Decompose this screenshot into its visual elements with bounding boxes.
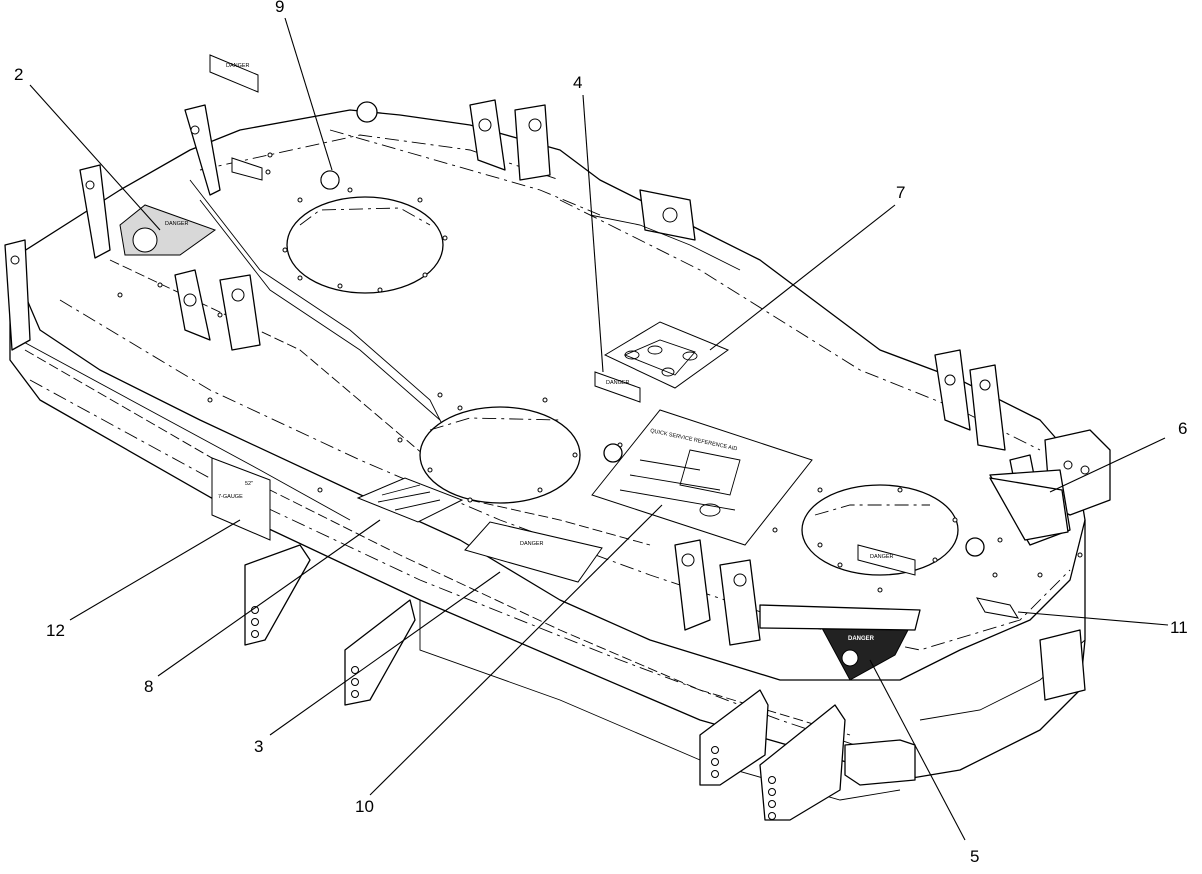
decal-3-text: DANGER xyxy=(520,541,544,547)
callout-12: 12 xyxy=(46,621,65,640)
decal-12-top: 52" xyxy=(245,481,253,487)
decal-right-danger: DANGER xyxy=(857,544,916,576)
callout-3: 3 xyxy=(254,737,263,756)
leader-7 xyxy=(709,204,896,351)
leader-11 xyxy=(1017,611,1169,626)
leader-6 xyxy=(1049,437,1166,493)
callout-7: 7 xyxy=(896,183,905,202)
decal-3-danger-large: DANGER xyxy=(464,521,603,583)
leader-2 xyxy=(29,84,161,231)
leader-3 xyxy=(269,571,501,736)
decal-7-belt-routing xyxy=(603,321,730,389)
decal-4-danger: DANGER xyxy=(594,371,641,403)
decal-right-text: DANGER xyxy=(870,554,894,560)
callout-5: 5 xyxy=(970,847,979,866)
decal-9-cap xyxy=(320,170,340,190)
callouts: 9 2 4 7 6 11 12 8 3 10 5 xyxy=(14,0,1188,866)
decal-5-text: DANGER xyxy=(848,636,875,642)
decal-11-small xyxy=(976,597,1020,619)
decal-danger-top: DANGER xyxy=(209,54,259,93)
mounting-brackets xyxy=(4,99,1111,821)
decal-4-text: DANGER xyxy=(606,380,630,386)
decal-danger-top-text: DANGER xyxy=(226,63,250,69)
callout-9: 9 xyxy=(275,0,284,16)
decal-8-warning xyxy=(356,477,464,523)
callout-4: 4 xyxy=(573,73,582,92)
decal-2-text: DANGER xyxy=(165,221,189,227)
decal-10-service-reference: QUICK SERVICE REFERENCE AID xyxy=(591,409,813,546)
callout-8: 8 xyxy=(144,677,153,696)
callout-6: 6 xyxy=(1178,419,1187,438)
callout-10: 10 xyxy=(355,797,374,816)
leader-10 xyxy=(369,504,663,796)
decal-6 xyxy=(989,477,1069,541)
decal-12-bottom: 7-GAUGE xyxy=(218,494,243,500)
callout-11: 11 xyxy=(1170,618,1188,637)
leader-9 xyxy=(284,17,333,171)
decal-12-size-badge: 52" 7-GAUGE xyxy=(211,457,271,541)
decal-2-pulley-danger: DANGER xyxy=(119,204,217,256)
callout-2: 2 xyxy=(14,65,23,84)
decal-center-flap xyxy=(759,604,921,631)
leader-5 xyxy=(869,659,966,841)
leader-4 xyxy=(582,94,604,373)
decal-left-small xyxy=(231,157,263,181)
leader-12 xyxy=(69,519,241,621)
mower-deck xyxy=(9,109,1086,801)
leader-8 xyxy=(157,519,381,677)
leader-lines xyxy=(29,17,1169,841)
